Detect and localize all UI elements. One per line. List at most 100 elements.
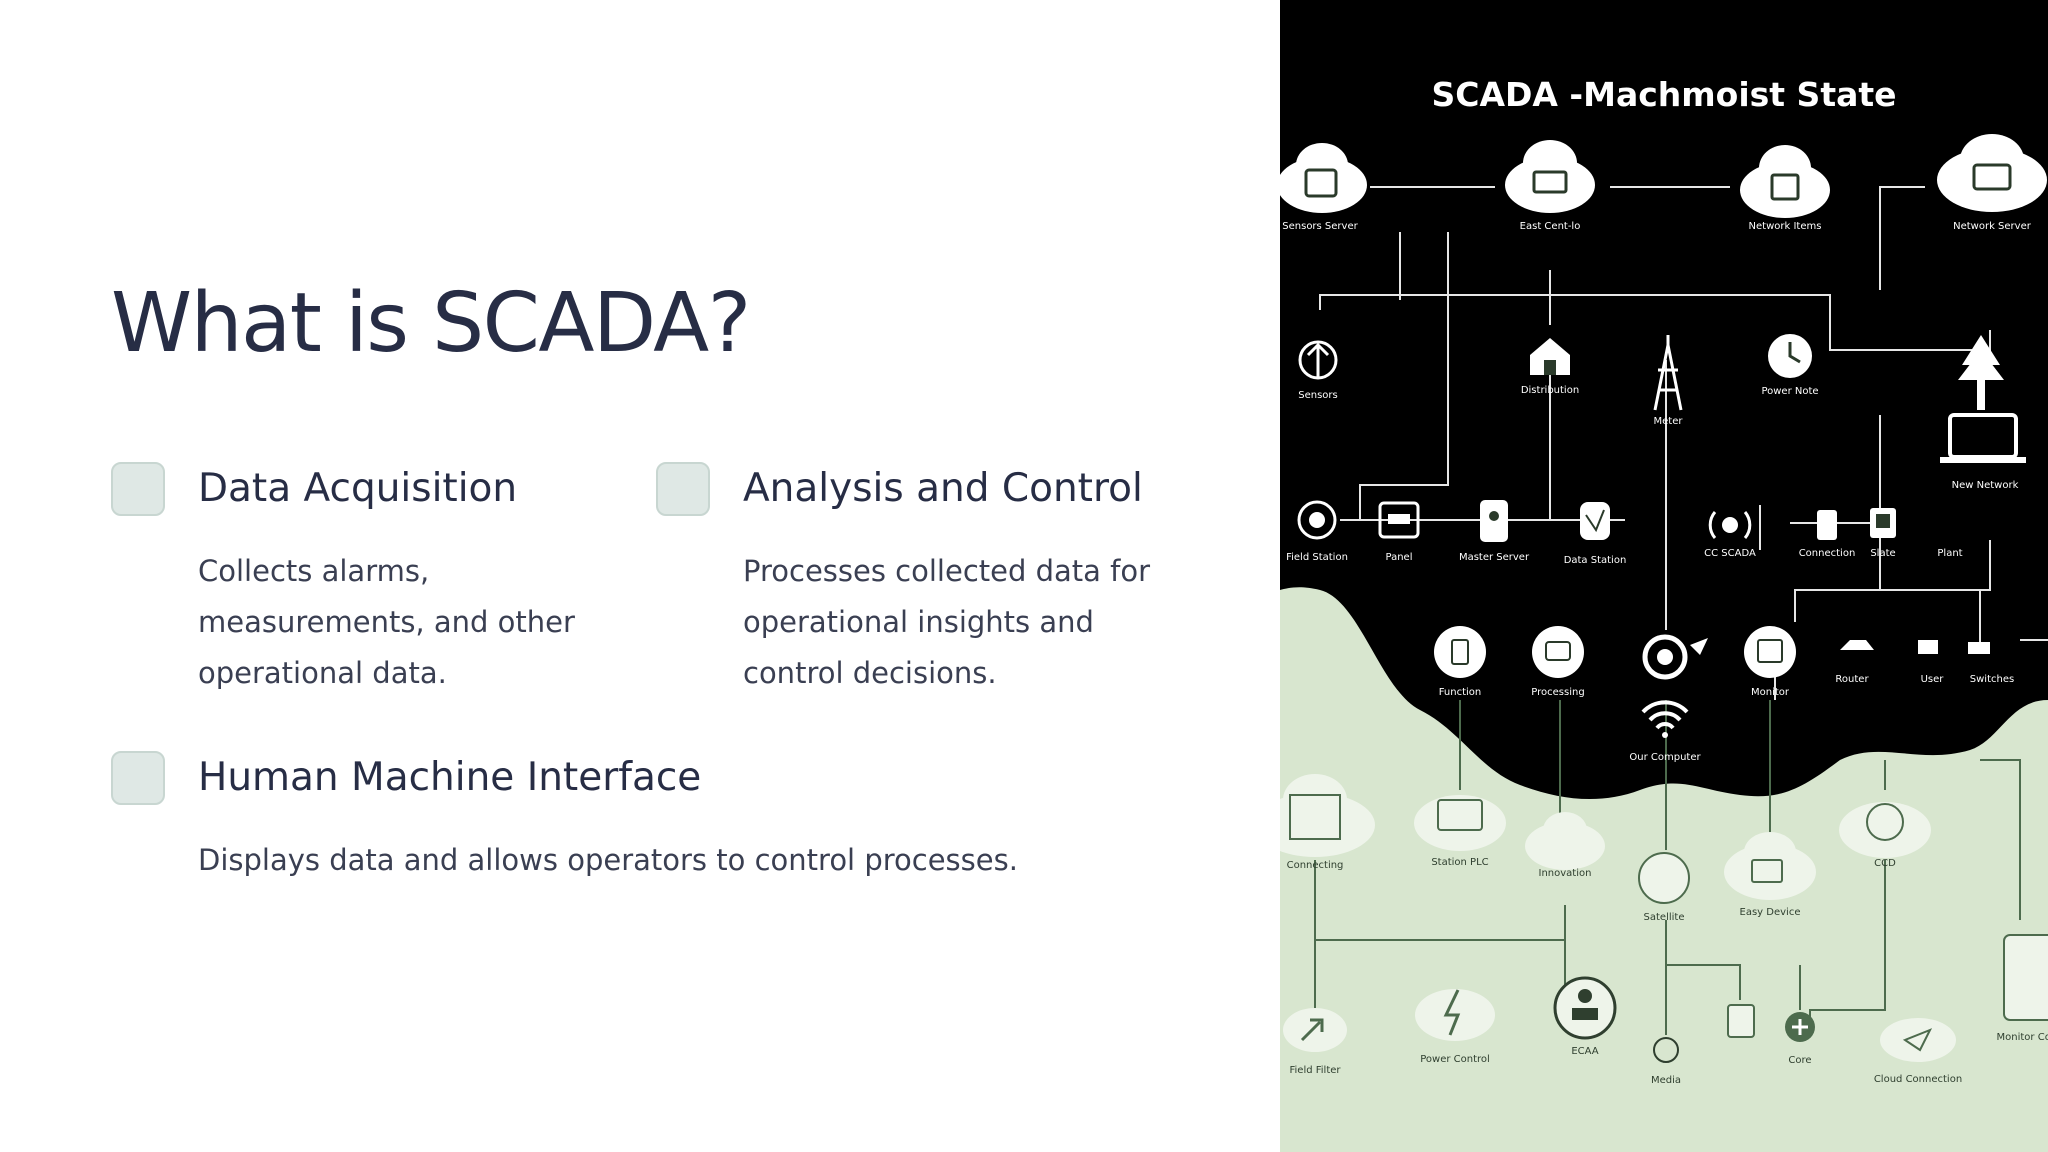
node-label: Master Server (1459, 552, 1530, 563)
node-label: New Network (1952, 480, 2019, 491)
node-label: Innovation (1539, 868, 1592, 879)
switches-icon (1918, 640, 1990, 654)
node-label: Station PLC (1431, 857, 1488, 868)
slate-icon (1870, 508, 1896, 538)
node-label: Panel (1386, 552, 1413, 563)
node-label: Cloud Connection (1874, 1074, 1962, 1085)
cloud-laptop-icon (1505, 140, 1595, 213)
cloud-server-icon (1280, 143, 1367, 213)
plus-icon (1785, 1012, 1815, 1042)
illustration-title: SCADA -Machmoist State (1431, 75, 1896, 114)
cloud-monitor-icon (1414, 795, 1506, 851)
feature-marker (656, 462, 710, 516)
node-label: Processing (1531, 687, 1584, 698)
node-label: Our Computer (1629, 752, 1701, 763)
transmission-tower-icon (1653, 335, 1683, 411)
node-label: ECAA (1571, 1046, 1598, 1057)
node-label: Satellite (1644, 912, 1685, 923)
node-label: Power Note (1761, 386, 1818, 397)
node-label: East Cent-lo (1520, 221, 1581, 232)
node-label: Slate (1870, 548, 1895, 559)
cloud-gauge-icon (1937, 134, 2047, 212)
globe-icon (1653, 1037, 1679, 1063)
clock-icon (1768, 334, 1812, 378)
connector-line (1314, 860, 1566, 941)
node-label: Media (1651, 1075, 1681, 1086)
cloud-target-icon (1839, 802, 1931, 858)
master-server-icon (1480, 500, 1508, 542)
phone-icon (1817, 510, 1837, 540)
connector-line (1359, 232, 1449, 520)
field-station-icon (1297, 500, 1337, 540)
node-label: Plant (1937, 548, 1962, 559)
processing-robot-icon (1532, 626, 1584, 678)
sync-gear-icon (1642, 634, 1708, 680)
dark-region-nodes: Sensors Server East Cent-lo Network Item… (1280, 134, 2047, 763)
cloud-bolt-icon (1415, 989, 1495, 1041)
feature-heading: Data Acquisition (198, 466, 518, 511)
node-label: Connection (1799, 548, 1856, 559)
slide-title: What is SCADA? (111, 276, 751, 371)
feature-marker (111, 751, 165, 805)
cloud-arrow-icon (1283, 1008, 1347, 1052)
scada-network-illustration: SCADA -Machmoist State (1280, 0, 2048, 1152)
cloud-plant-icon (1525, 812, 1605, 870)
node-label: Network Server (1953, 221, 2032, 232)
sensor-tower-icon (1298, 340, 1338, 380)
wireless-antenna-icon (1708, 511, 1752, 539)
monitor-icon (1744, 626, 1796, 678)
feature-heading: Human Machine Interface (198, 755, 702, 800)
node-label: Easy Device (1740, 907, 1801, 918)
node-label: Data Station (1564, 555, 1627, 566)
panel-icon (1378, 501, 1420, 539)
cloud-clock-icon (1724, 832, 1816, 900)
node-label: Network Items (1749, 221, 1822, 232)
feature-heading: Analysis and Control (743, 466, 1143, 511)
node-label: Field Filter (1289, 1065, 1341, 1076)
connector-line (1879, 186, 1925, 290)
data-station-icon (1580, 502, 1610, 540)
feature-description: Processes collected data for operational… (743, 554, 1151, 690)
tablet-icon (2003, 934, 2048, 1021)
node-label: Monitor (1751, 687, 1790, 698)
function-icon (1434, 626, 1486, 678)
wifi-icon (1641, 700, 1689, 738)
node-label: CC SCADA (1704, 548, 1756, 559)
node-label: Connecting (1287, 860, 1344, 871)
connector-line (1319, 294, 1991, 351)
cloud-grid-icon (1280, 774, 1375, 857)
scada-illustration-svg: SCADA -Machmoist State (1280, 0, 2048, 1152)
feature-description: Collects alarms, measurements, and other… (198, 554, 575, 690)
illustration-dark-region (1280, 0, 2048, 800)
house-icon (1530, 338, 1570, 375)
feature-marker (111, 462, 165, 516)
connector-line (1666, 964, 1741, 1000)
satellite-icon (1638, 852, 1690, 904)
tree-laptop-icon (1940, 335, 2026, 463)
node-label: Monitor Conn (1997, 1032, 2048, 1043)
node-label: Distribution (1521, 385, 1579, 396)
feature-description: Displays data and allows operators to co… (198, 843, 1018, 877)
node-label: Sensors Server (1282, 221, 1358, 232)
node-label: Core (1788, 1055, 1811, 1066)
node-label: Switches (1970, 674, 2014, 685)
light-connector-lines (1314, 700, 2021, 1035)
node-label: Function (1439, 687, 1482, 698)
node-label: Field Station (1286, 552, 1348, 563)
node-label: CCD (1874, 858, 1896, 869)
node-label: Router (1835, 674, 1869, 685)
node-label: Power Control (1420, 1054, 1490, 1065)
connector-line (1980, 759, 2021, 920)
cloud-send-icon (1880, 1018, 1956, 1062)
router-icon (1840, 640, 1874, 650)
media-device-icon (1727, 1004, 1755, 1038)
connector-line (1880, 540, 1991, 591)
connector-line (1794, 415, 1881, 622)
node-label: Sensors (1298, 390, 1338, 401)
operator-icon (1553, 976, 1617, 1040)
cloud-document-icon (1740, 145, 1830, 218)
node-label: User (1921, 674, 1945, 685)
node-label: Meter (1654, 416, 1684, 427)
light-region-nodes: Connecting Station PLC Innovation Satell… (1280, 774, 2048, 1086)
